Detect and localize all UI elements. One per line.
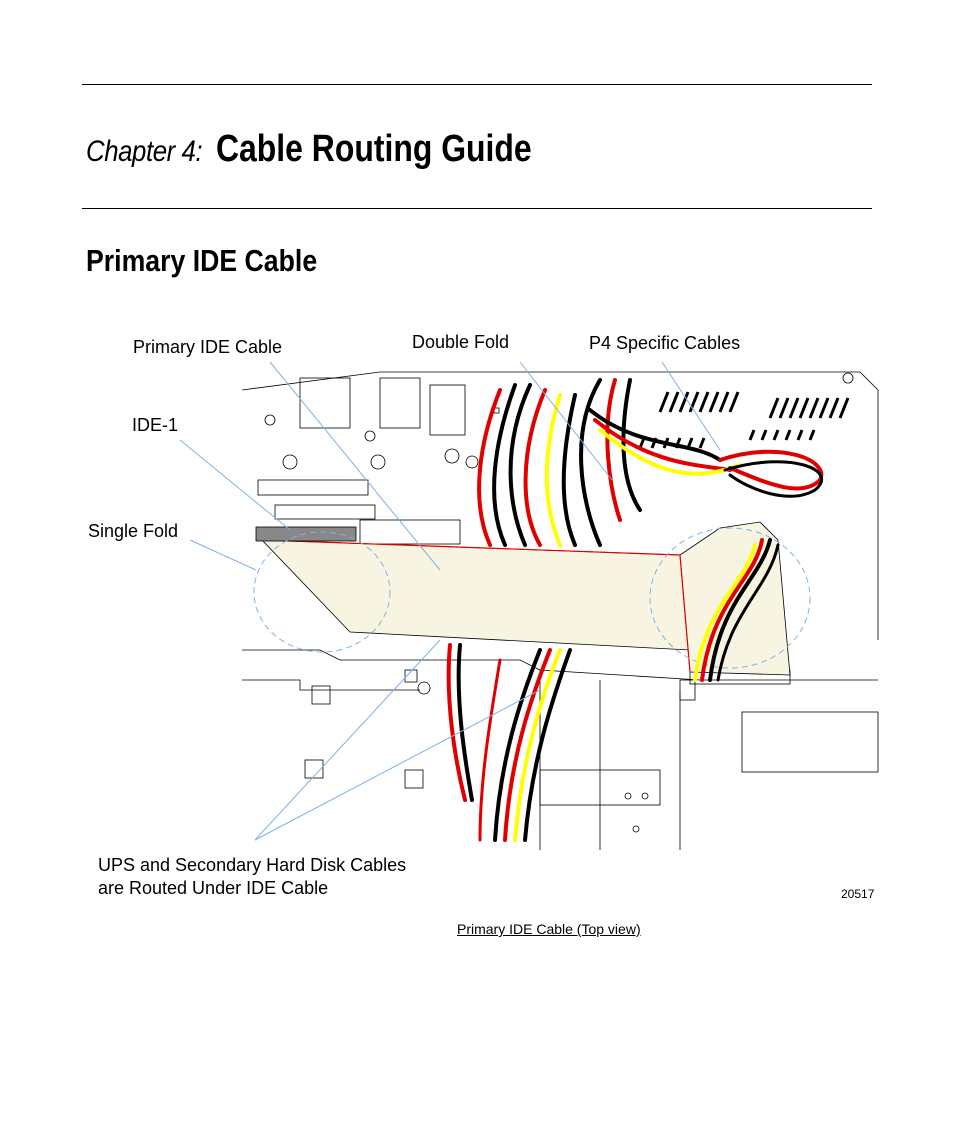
chapter-heading: Chapter 4: Cable Routing Guide (86, 128, 591, 171)
figure-number: 20517 (841, 887, 875, 901)
figure-caption: Primary IDE Cable (Top view) (457, 921, 641, 937)
wire-bundles (446, 378, 824, 842)
leader-lines (179, 361, 721, 841)
chapter-title: Cable Routing Guide (215, 128, 532, 170)
section-title: Primary IDE Cable (86, 243, 318, 278)
label-ups-cables-line1: UPS and Secondary Hard Disk Cables (98, 855, 407, 875)
chapter-bottom-rule (82, 208, 872, 209)
top-rule (82, 84, 872, 85)
label-primary-ide-cable: Primary IDE Cable (133, 337, 283, 357)
fold-markers (253, 527, 811, 669)
label-p4-specific-cables: P4 Specific Cables (589, 333, 741, 353)
chassis-linework (241, 371, 879, 850)
label-ups-cables-line2: are Routed Under IDE Cable (98, 878, 329, 898)
label-double-fold: Double Fold (412, 332, 510, 352)
label-single-fold: Single Fold (88, 521, 179, 541)
chapter-number: Chapter 4: (86, 135, 203, 168)
label-ide-1: IDE-1 (132, 415, 179, 435)
